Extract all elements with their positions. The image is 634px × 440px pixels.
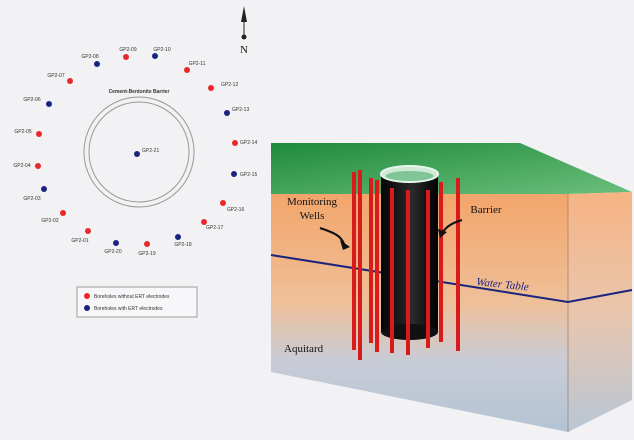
barrier-label: Barrier (470, 204, 501, 216)
borehole-marker (144, 241, 150, 247)
borehole: GP2-08 (81, 54, 100, 67)
borehole-marker (94, 61, 100, 67)
borehole: GP2-17 (201, 219, 223, 231)
borehole-marker (184, 67, 190, 73)
borehole: GP2-03 (23, 186, 47, 202)
borehole-marker (152, 53, 158, 59)
legend-ert-label: Boreholes with ERT electrodes (94, 306, 163, 312)
center-well-marker (134, 151, 140, 157)
borehole-label: GP2-07 (47, 73, 64, 79)
block-diagram: Monitoring Wells Barrier Water Table Aqu… (270, 143, 633, 432)
borehole: GP2-18 (174, 234, 192, 248)
borehole: GP2-02 (41, 210, 66, 224)
borehole-marker (232, 140, 238, 146)
monitoring-label-line1: Monitoring (287, 196, 338, 208)
borehole: GP2-07 (47, 73, 73, 84)
borehole: GP2-01 (71, 228, 91, 244)
borehole-marker (35, 163, 41, 169)
borehole-ring: GP2-08 GP2-09 GP2-10 GP2-11 GP2-12 GP2-1… (13, 47, 257, 257)
borehole-label: GP2-11 (189, 61, 206, 67)
monitoring-wells (352, 170, 460, 360)
center-well: GP2-21 (134, 148, 159, 157)
borehole: GP2-11 (184, 61, 206, 73)
borehole-marker (224, 110, 230, 116)
borehole-marker (60, 210, 66, 216)
borehole: GP2-13 (224, 107, 249, 116)
borehole: GP2-05 (14, 129, 42, 137)
borehole-marker (113, 240, 119, 246)
barrier-plan-label: Cement-Bentonite Barrier (109, 89, 170, 95)
wells-arrow (319, 226, 346, 245)
borehole-marker (123, 54, 129, 60)
borehole-label: GP2-18 (174, 242, 191, 248)
borehole: GP2-20 (104, 240, 122, 255)
borehole-label: GP2-12 (221, 82, 238, 88)
borehole-marker (220, 200, 226, 206)
borehole: GP2-06 (23, 97, 52, 107)
borehole-label: GP2-15 (240, 172, 257, 178)
north-arrow-icon (241, 6, 247, 22)
borehole-marker (36, 131, 42, 137)
side-face (568, 192, 632, 432)
north-arrow: N (240, 6, 248, 56)
borehole-marker (175, 234, 181, 240)
borehole-marker (41, 186, 47, 192)
borehole: GP2-14 (232, 140, 257, 146)
borehole: GP2-10 (152, 47, 171, 59)
borehole-marker (67, 78, 73, 84)
borehole-label: GP2-19 (138, 251, 155, 257)
borehole: GP2-19 (138, 241, 156, 257)
monitoring-label-line2: Wells (300, 210, 325, 222)
water-table-label: Water Table (476, 276, 530, 293)
borehole-marker (46, 101, 52, 107)
legend-ert-marker (84, 305, 90, 311)
center-well-label: GP2-21 (142, 148, 159, 154)
plan-legend: Boreholes without ERT electrodes Borehol… (76, 286, 198, 318)
borehole: GP2-09 (119, 47, 137, 60)
ground-surface (271, 143, 632, 194)
borehole: GP2-16 (220, 200, 244, 213)
borehole-label: GP2-02 (41, 218, 58, 224)
borehole-label: GP2-08 (81, 54, 98, 60)
barrier-plan: Cement-Bentonite Barrier (83, 89, 195, 208)
borehole: GP2-15 (231, 171, 257, 178)
legend-no-ert-marker (84, 293, 90, 299)
borehole-label: GP2-10 (153, 47, 170, 53)
borehole-label: GP2-14 (240, 140, 257, 146)
borehole-label: GP2-17 (206, 225, 223, 231)
borehole-marker (85, 228, 91, 234)
borehole-label: GP2-05 (14, 129, 31, 135)
borehole-label: GP2-03 (23, 196, 40, 202)
borehole-label: GP2-20 (104, 249, 121, 255)
north-label: N (240, 44, 248, 56)
borehole-label: GP2-01 (71, 238, 88, 244)
aquitard-label: Aquitard (284, 343, 324, 355)
borehole-label: GP2-13 (232, 107, 249, 113)
borehole-marker (208, 85, 214, 91)
borehole: GP2-04 (13, 163, 41, 169)
borehole-label: GP2-06 (23, 97, 40, 103)
legend-no-ert-label: Boreholes without ERT electrodes (94, 294, 170, 300)
borehole-marker (231, 171, 237, 177)
borehole-marker (201, 219, 207, 225)
borehole-label: GP2-16 (227, 207, 244, 213)
borehole: GP2-12 (208, 82, 238, 91)
borehole-label: GP2-04 (13, 163, 30, 169)
borehole-label: GP2-09 (119, 47, 136, 53)
